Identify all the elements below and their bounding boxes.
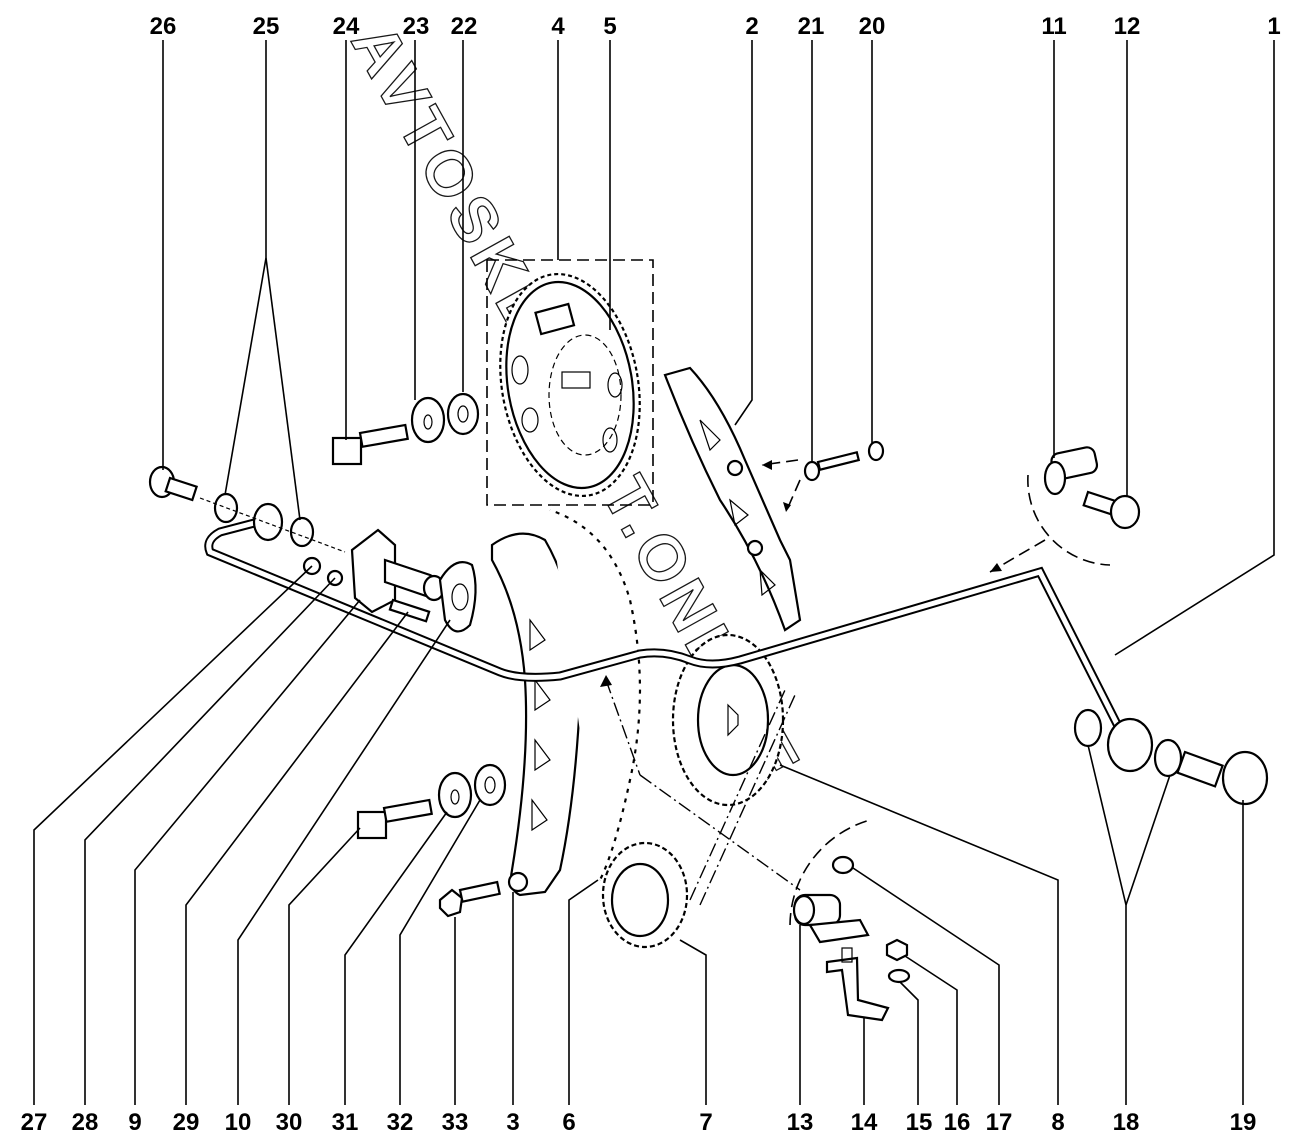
part-label-18: 18 [1113, 1109, 1140, 1136]
part-label-20: 20 [859, 13, 886, 40]
part-label-3: 3 [506, 1109, 519, 1136]
oil-pipe [204, 517, 1125, 733]
part-label-26: 26 [150, 13, 177, 40]
upper-bolt-assembly [331, 392, 480, 466]
part-label-7: 7 [699, 1109, 712, 1136]
camshaft-sprocket [499, 272, 641, 498]
part-label-22: 22 [451, 13, 478, 40]
part-label-9: 9 [128, 1109, 141, 1136]
banjo-fitting-right [1073, 708, 1183, 778]
guide-bolt [438, 880, 501, 918]
part-label-19: 19 [1230, 1109, 1257, 1136]
part-label-8: 8 [1051, 1109, 1064, 1136]
chain-tensioner [350, 528, 446, 614]
part-label-24: 24 [333, 13, 360, 40]
oil-jet [989, 446, 1141, 573]
leader-lines [162, 40, 1275, 656]
part-label-11: 11 [1041, 13, 1066, 40]
part-label-21: 21 [798, 13, 825, 40]
tensioner-guide-bolt [761, 440, 885, 513]
part-label-6: 6 [562, 1109, 575, 1136]
part-label-12: 12 [1114, 13, 1141, 40]
part-label-17: 17 [986, 1109, 1013, 1136]
part-label-2: 2 [745, 13, 758, 40]
cam-sprocket-box [486, 259, 654, 506]
part-label-14: 14 [851, 1109, 878, 1136]
crankshaft-sprocket [601, 841, 689, 949]
banjo-bolt-left [148, 465, 199, 502]
leader-lines-bottom [33, 565, 1244, 1105]
stud [388, 598, 431, 623]
part-label-25: 25 [253, 13, 280, 40]
top-part-labels: 26 25 24 23 22 4 5 2 21 20 11 12 1 [150, 13, 1281, 40]
part-label-4: 4 [551, 13, 565, 40]
part-label-5: 5 [603, 13, 616, 40]
bottom-part-labels: 27 28 9 29 10 30 31 32 33 3 6 7 13 14 15… [21, 1109, 1257, 1136]
part-label-23: 23 [403, 13, 430, 40]
timing-chain [548, 505, 645, 883]
part-label-32: 32 [387, 1109, 414, 1136]
part-label-16: 16 [944, 1109, 971, 1136]
part-label-13: 13 [787, 1109, 814, 1136]
lower-bolt-assembly [356, 763, 507, 840]
part-label-33: 33 [442, 1109, 469, 1136]
tensioner-gasket [438, 561, 477, 633]
banjo-bolt-right [1176, 750, 1269, 806]
part-label-1: 1 [1267, 13, 1280, 40]
chain-tensioner-guide [663, 366, 802, 632]
part-label-29: 29 [173, 1109, 200, 1136]
part-label-10: 10 [225, 1109, 252, 1136]
part-label-30: 30 [276, 1109, 303, 1136]
part-label-27: 27 [21, 1109, 48, 1136]
part-label-15: 15 [906, 1109, 933, 1136]
sensor-bracket-assembly [600, 675, 911, 1022]
part-label-28: 28 [72, 1109, 99, 1136]
banjo-fitting-left [199, 492, 346, 553]
part-label-31: 31 [332, 1109, 359, 1136]
